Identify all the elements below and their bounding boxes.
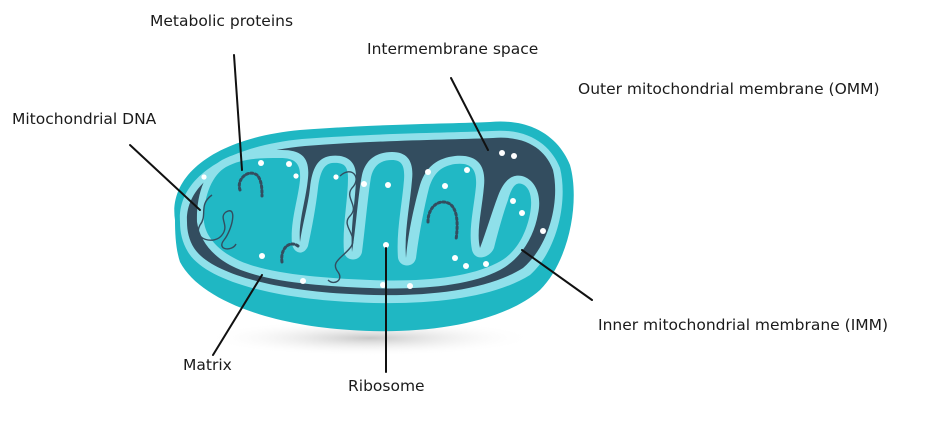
ribosome-dot xyxy=(300,278,306,284)
ribosome-dot xyxy=(286,161,292,167)
ribosome-dot xyxy=(333,174,338,179)
label-matrix: Matrix xyxy=(183,358,232,374)
label-outer-membrane: Outer mitochondrial membrane (OMM) xyxy=(578,82,880,98)
ribosome-dot xyxy=(511,153,517,159)
label-inner-membrane: Inner mitochondrial membrane (IMM) xyxy=(598,318,888,334)
ribosome-dot xyxy=(259,253,265,259)
label-metabolic-proteins: Metabolic proteins xyxy=(150,14,293,30)
ribosome-dot xyxy=(425,169,431,175)
ribosome-dot xyxy=(519,210,525,216)
label-intermembrane-space: Intermembrane space xyxy=(367,42,538,58)
ribosome-dot xyxy=(258,160,264,166)
label-ribosome: Ribosome xyxy=(348,379,425,395)
ribosome-dot xyxy=(483,261,489,267)
ribosome-dot xyxy=(463,263,469,269)
ribosome-dot xyxy=(499,150,505,156)
ribosome-dot xyxy=(464,167,470,173)
ribosome-dot xyxy=(540,228,546,234)
label-mitochondrial-dna: Mitochondrial DNA xyxy=(12,112,156,128)
ribosome-dot xyxy=(510,198,516,204)
ribosome-dot xyxy=(452,255,458,261)
ribosome-dot xyxy=(201,174,206,179)
ribosome-dot xyxy=(361,181,367,187)
ribosome-dot xyxy=(442,183,448,189)
ribosome-dot xyxy=(293,173,298,178)
ribosome-dot xyxy=(385,182,391,188)
ribosome-dot xyxy=(407,283,413,289)
